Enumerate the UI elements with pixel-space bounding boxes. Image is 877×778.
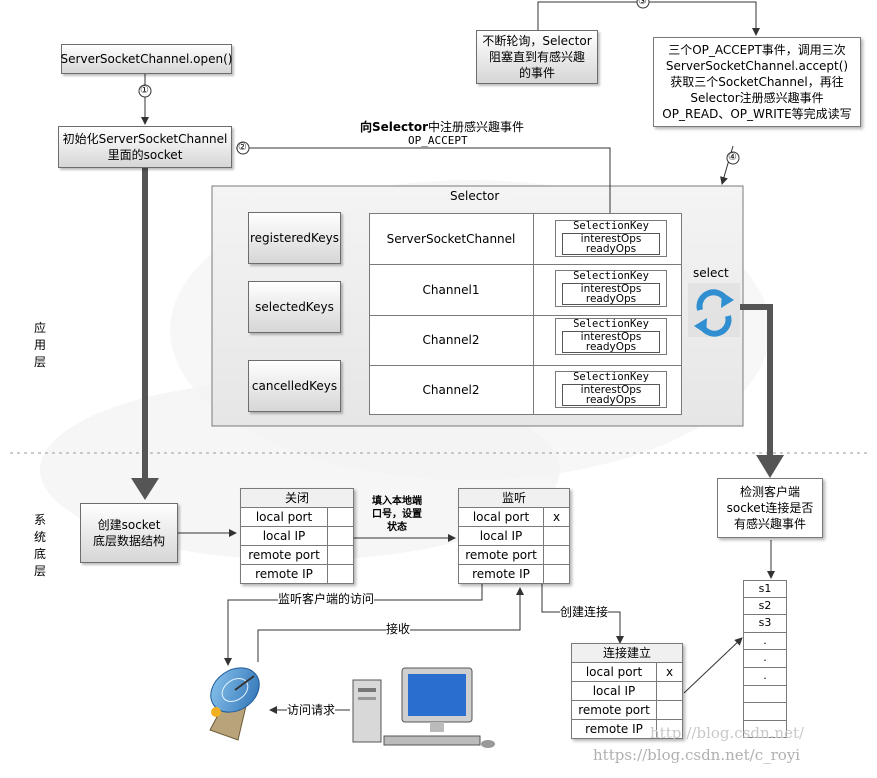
channel-row: Channel2 bbox=[422, 333, 480, 347]
table-row: remote IP bbox=[571, 719, 683, 739]
table-row: local IP bbox=[571, 681, 683, 701]
init-line-1: 初始化ServerSocketChannel bbox=[62, 132, 228, 146]
table-row: local port bbox=[240, 507, 354, 527]
accept-box: 三个OP_ACCEPT事件，调用三次 ServerSocketChannel.a… bbox=[653, 37, 861, 127]
satellite-dish-icon bbox=[209, 667, 260, 741]
socket-list-item: . bbox=[743, 632, 787, 651]
closed-table: 关闭 local port local IP remote port remot… bbox=[240, 488, 354, 584]
table-title: 关闭 bbox=[240, 488, 354, 508]
socket-list-item: s1 bbox=[743, 580, 787, 598]
accept-line-3: 获取三个SocketChannel，再往 bbox=[670, 75, 844, 89]
poll-line-3: 的事件 bbox=[518, 66, 555, 80]
computer-icon bbox=[352, 667, 495, 748]
watermark-1: http://blog.csdn.net/ bbox=[650, 724, 805, 742]
init-line-2: 里面的socket bbox=[107, 148, 183, 162]
system-layer-label: 系统底层 bbox=[33, 513, 46, 578]
listen-client-label: 监听客户端的访问 bbox=[278, 592, 375, 606]
table-title: 连接建立 bbox=[571, 643, 683, 663]
register-arrow bbox=[236, 147, 614, 227]
table-row: remote IP bbox=[458, 564, 570, 584]
keyset-registered: registeredKeys bbox=[248, 212, 341, 264]
register-label: 向Selector中注册感兴趣事件 bbox=[360, 120, 525, 134]
socket-list-item bbox=[743, 685, 787, 704]
keyset-cancelled: cancelledKeys bbox=[248, 360, 341, 412]
channel-row: ServerSocketChannel bbox=[386, 231, 516, 246]
accept-line-2: ServerSocketChannel.accept() bbox=[665, 59, 849, 73]
fill-port-label: 填入本地端口号，设置状态 bbox=[372, 496, 422, 533]
keyset-selected: selectedKeys bbox=[248, 281, 341, 333]
accept-line-5: OP_READ、OP_WRITE等完成读写 bbox=[662, 107, 852, 121]
table-row: local IP bbox=[240, 526, 354, 546]
watermark-2: https://blog.csdn.net/c_royi bbox=[593, 746, 801, 764]
table-row: remote IP bbox=[240, 564, 354, 584]
poll-line-1: 不断轮询，Selector bbox=[482, 34, 592, 48]
open-label: ServerSocketChannel.open() bbox=[60, 52, 233, 66]
table-row: remote port bbox=[571, 700, 683, 720]
init-box: 初始化ServerSocketChannel 里面的socket bbox=[58, 126, 232, 168]
open-box: ServerSocketChannel.open() bbox=[61, 44, 232, 74]
receive-label: 接收 bbox=[386, 622, 411, 636]
select-to-detect-arrow bbox=[740, 304, 773, 455]
select-label: select bbox=[693, 266, 729, 280]
established-to-list-arrow bbox=[683, 637, 743, 694]
table-row: remote port bbox=[240, 545, 354, 565]
table-title: 监听 bbox=[458, 488, 570, 508]
accept-line-1: 三个OP_ACCEPT事件，调用三次 bbox=[668, 43, 846, 57]
app-layer-label: 应用层 bbox=[33, 321, 46, 369]
step4-label: ④ bbox=[728, 152, 737, 163]
step1-label: ① bbox=[140, 85, 149, 96]
channel-row: Channel2 bbox=[422, 383, 480, 397]
access-request-label: 访问请求 bbox=[287, 703, 336, 717]
socket-list-item: s2 bbox=[743, 597, 787, 616]
selector-title: Selector bbox=[450, 189, 500, 203]
step3-label: ③ bbox=[638, 0, 647, 7]
table-row: remote port bbox=[458, 545, 570, 565]
socket-list-item bbox=[743, 703, 787, 721]
table-row: local IP bbox=[458, 526, 570, 546]
op-accept-label: OP_ACCEPT bbox=[408, 134, 468, 147]
channel-row: Channel1 bbox=[422, 282, 480, 297]
poll-line-2: 阻塞直到有感兴趣 bbox=[488, 50, 585, 64]
socket-list-item: . bbox=[743, 667, 787, 686]
create-connection-label: 创建连接 bbox=[560, 605, 609, 619]
accept-line-4: Selector注册感兴趣事件 bbox=[690, 91, 824, 105]
step2-label: ② bbox=[238, 142, 247, 153]
socket-list-item bbox=[743, 720, 787, 739]
socket-list-item: . bbox=[743, 650, 787, 668]
socket-list-item: s3 bbox=[743, 615, 787, 633]
poll-box: 不断轮询，Selector 阻塞直到有感兴趣 的事件 bbox=[476, 30, 598, 84]
